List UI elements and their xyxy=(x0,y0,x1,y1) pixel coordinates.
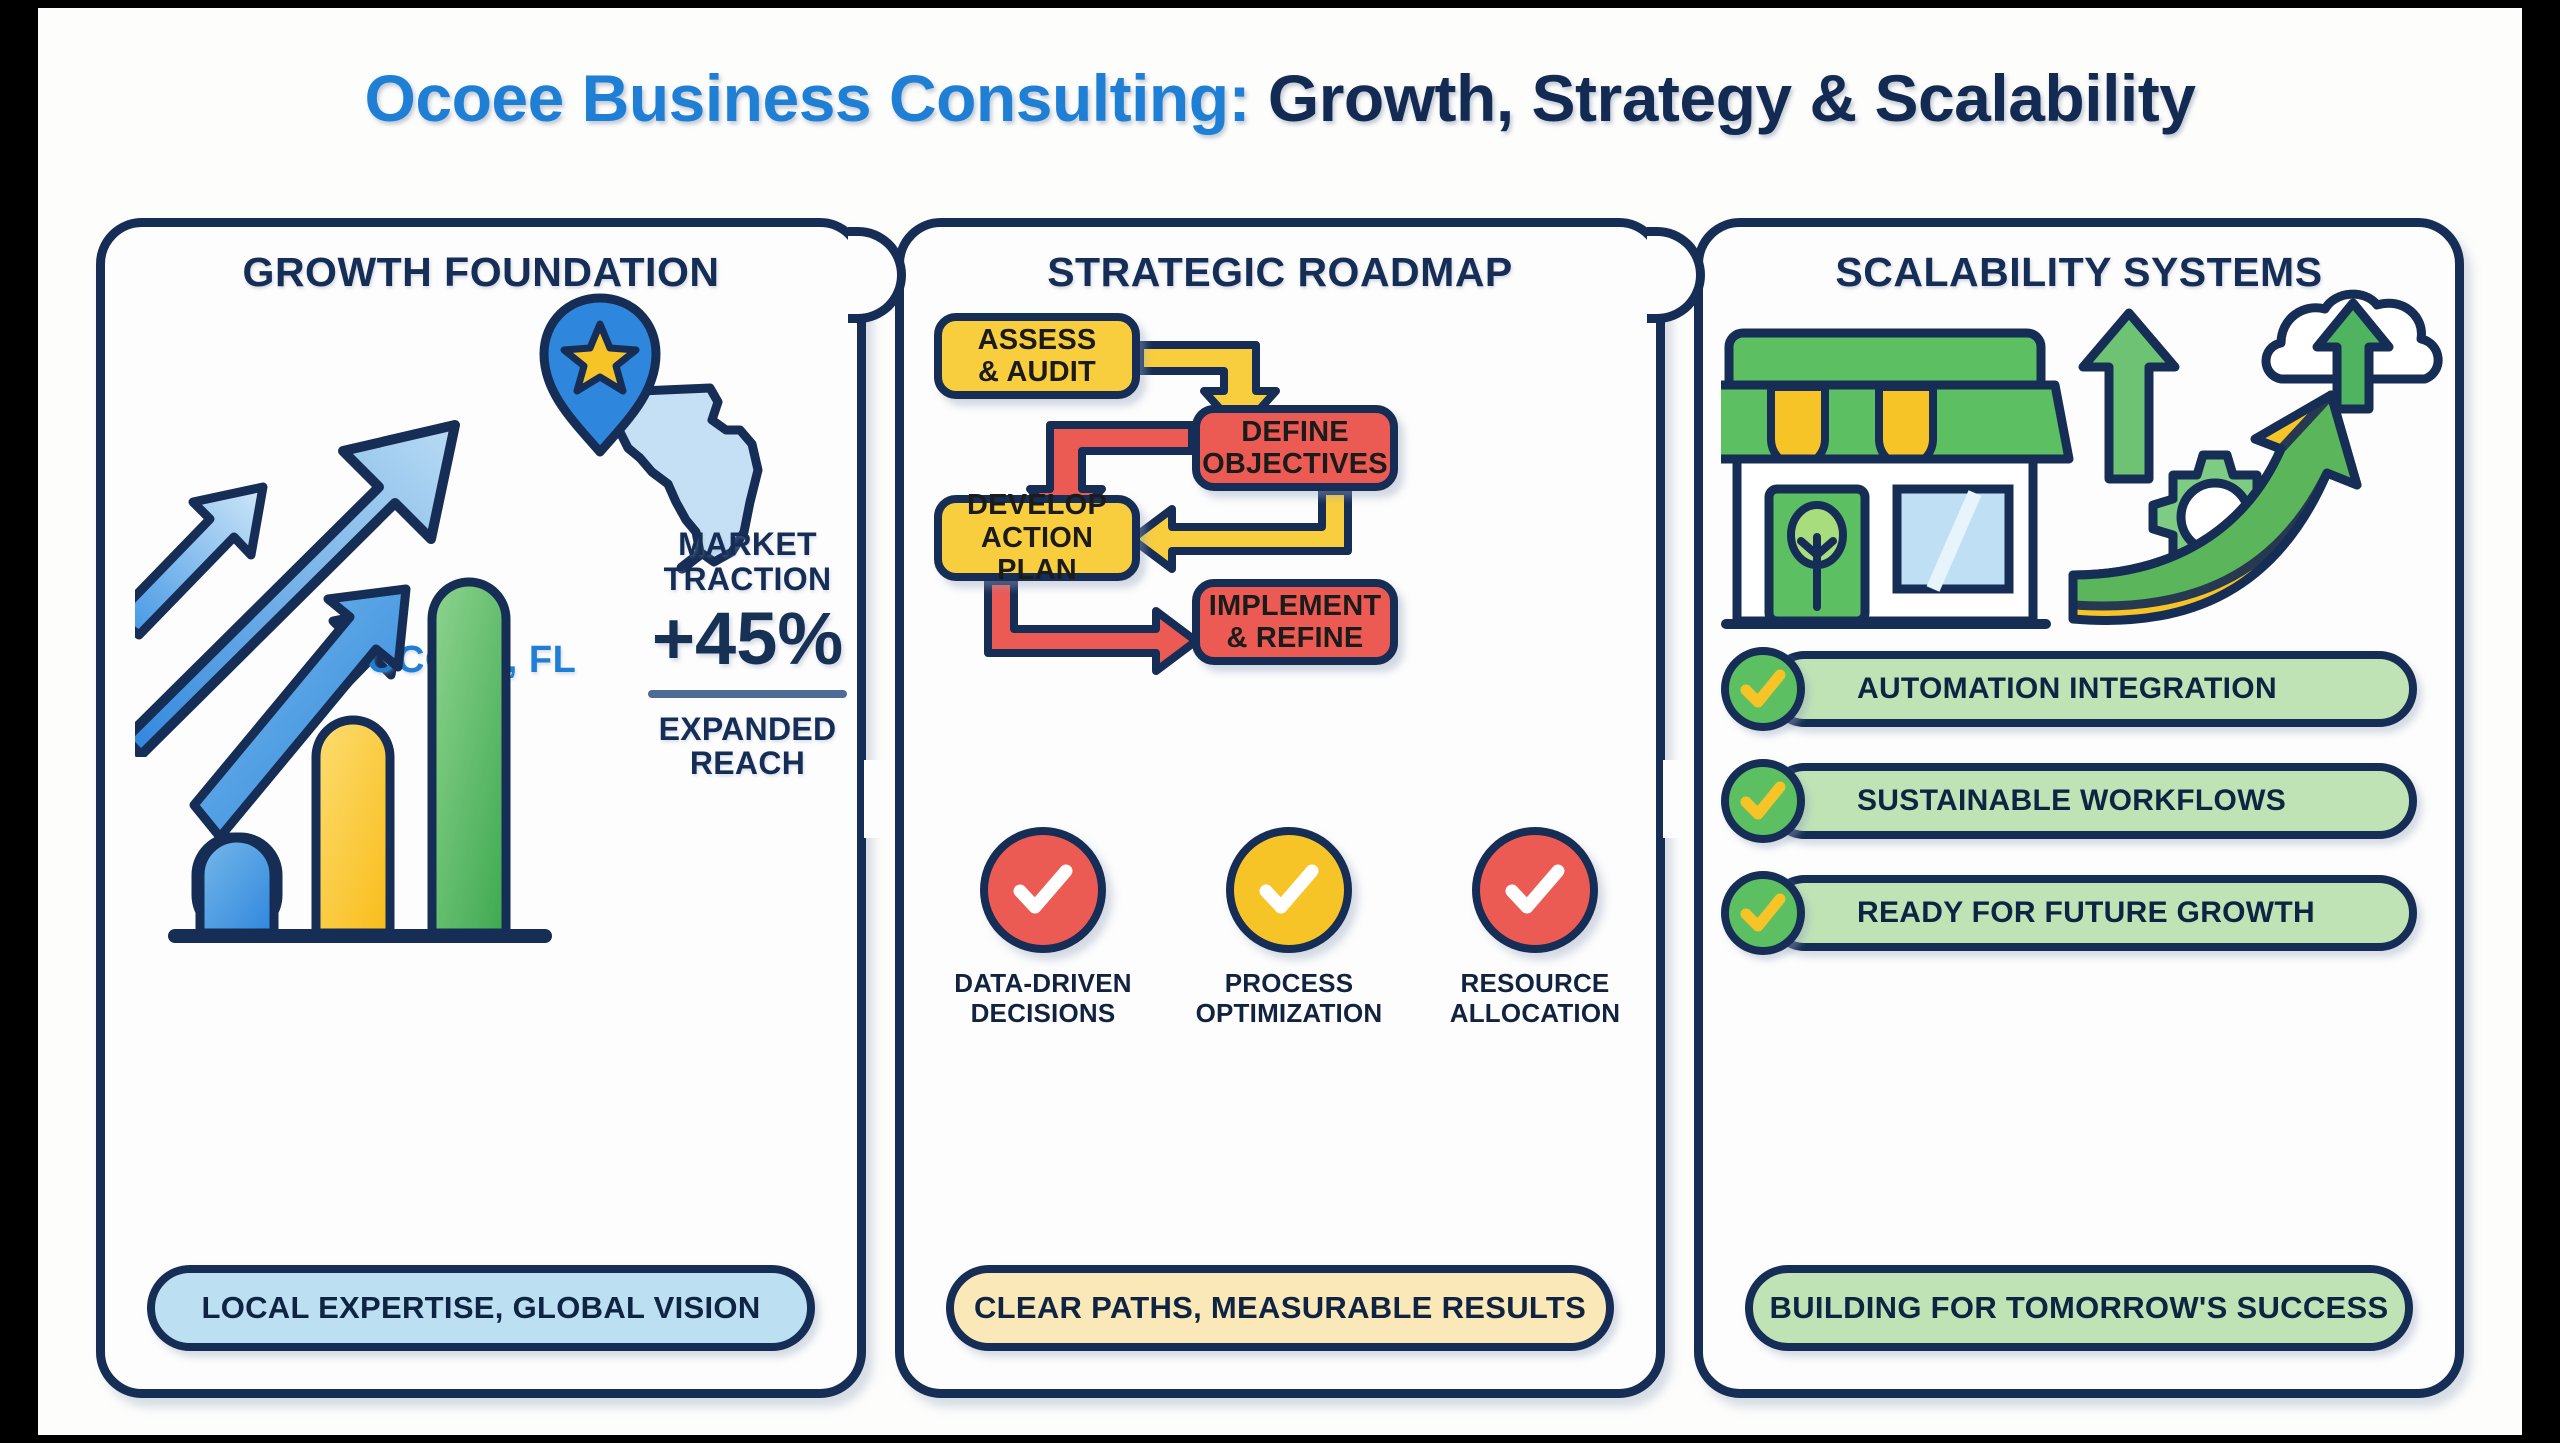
check-label-line1: PROCESS xyxy=(1224,968,1354,998)
checkmark-icon xyxy=(1740,669,1786,708)
flow-box-define-objectives[interactable]: DEFINE OBJECTIVES xyxy=(1192,405,1398,491)
check-circle-icon xyxy=(980,827,1106,953)
scalability-illustration xyxy=(1721,289,2443,629)
check-label-line1: DATA-DRIVEN xyxy=(954,968,1132,998)
bar-chart-icon xyxy=(168,577,552,943)
check-item-resource-allocation: RESOURCE ALLOCATION xyxy=(1425,827,1645,1028)
list-item[interactable]: AUTOMATION INTEGRATION xyxy=(1721,647,2455,731)
flow-box-assess-text: ASSESS & AUDIT xyxy=(978,324,1097,389)
checkmark-icon xyxy=(1013,864,1073,914)
banner-local-expertise: LOCAL EXPERTISE, GLOBAL VISION xyxy=(147,1265,815,1351)
feature-pill: SUSTAINABLE WORKFLOWS xyxy=(1767,763,2417,839)
check-label-line1: RESOURCE xyxy=(1460,968,1610,998)
feature-pill: READY FOR FUTURE GROWTH xyxy=(1767,875,2417,951)
metric-label-line2: TRACTION xyxy=(663,560,832,597)
check-badge-icon xyxy=(1721,759,1805,843)
roadmap-check-items: DATA-DRIVEN DECISIONS PROCESS OPTIMIZATI… xyxy=(920,827,1658,1028)
checkmark-icon xyxy=(1259,864,1319,914)
metric-value: +45% xyxy=(651,597,844,681)
check-label-line2: ALLOCATION xyxy=(1449,997,1621,1028)
roadmap-flowchart: ASSESS & AUDIT DEFINE OBJECTIVES DEVELOP… xyxy=(904,299,1674,699)
metric-label-line1: MARKET xyxy=(678,526,817,562)
banner-text: LOCAL EXPERTISE, GLOBAL VISION xyxy=(201,1290,761,1325)
checkmark-icon xyxy=(1740,781,1786,820)
flow-box-develop-action-plan[interactable]: DEVELOP ACTION PLAN xyxy=(934,489,1140,586)
map-pin-star-icon xyxy=(539,293,763,574)
flow-line-2: & REFINE xyxy=(1226,622,1364,654)
check-label: DATA-DRIVEN DECISIONS xyxy=(933,968,1153,1028)
checkmark-icon xyxy=(1740,893,1786,932)
list-item[interactable]: SUSTAINABLE WORKFLOWS xyxy=(1721,759,2455,843)
page-title-secondary: Growth, Strategy & Scalability xyxy=(1250,61,2196,135)
banner-building-tomorrow: BUILDING FOR TOMORROW'S SUCCESS xyxy=(1745,1265,2413,1351)
panel-strategic-roadmap: STRATEGIC ROADMAP ASSESS & AUDIT xyxy=(895,218,1705,1398)
metric-divider xyxy=(648,689,847,698)
feature-label: SUSTAINABLE WORKFLOWS xyxy=(1857,784,2287,817)
scalability-feature-list: AUTOMATION INTEGRATION SUSTAINABLE WORKF… xyxy=(1721,647,2455,983)
panel-heading-roadmap: STRATEGIC ROADMAP xyxy=(1047,249,1513,295)
page-title-primary: Ocoee Business Consulting: xyxy=(364,61,1251,135)
check-circle-icon xyxy=(1472,827,1598,953)
check-label: PROCESS OPTIMIZATION xyxy=(1179,968,1399,1028)
market-traction-metric: MARKET TRACTION +45% EXPANDED REACH xyxy=(640,527,855,781)
metric-sub-line2: REACH xyxy=(689,745,806,782)
flow-line-1: IMPLEMENT xyxy=(1208,589,1382,622)
check-label-line2: OPTIMIZATION xyxy=(1195,997,1383,1028)
panel-growth-foundation: GROWTH FOUNDATION xyxy=(96,218,906,1398)
metric-sub-line1: EXPANDED xyxy=(658,710,837,747)
panel-heading-scalability: SCALABILITY SYSTEMS xyxy=(1835,249,2323,295)
tree-icon xyxy=(1787,501,1847,611)
checkmark-icon xyxy=(1505,864,1565,914)
feature-pill: AUTOMATION INTEGRATION xyxy=(1767,651,2417,727)
check-label: RESOURCE ALLOCATION xyxy=(1425,968,1645,1028)
list-item[interactable]: READY FOR FUTURE GROWTH xyxy=(1721,871,2455,955)
banner-text: CLEAR PATHS, MEASURABLE RESULTS xyxy=(973,1290,1587,1325)
check-circle-icon xyxy=(1226,827,1352,953)
flow-line-1: ASSESS xyxy=(977,323,1097,356)
flow-box-assess[interactable]: ASSESS & AUDIT xyxy=(934,313,1140,399)
notch-cover xyxy=(864,760,886,838)
flow-line-2: OBJECTIVES xyxy=(1202,448,1388,480)
page-title: Ocoee Business Consulting: Growth, Strat… xyxy=(38,60,2522,136)
flow-line-2: & AUDIT xyxy=(978,356,1096,388)
flow-box-implement-text: IMPLEMENT & REFINE xyxy=(1209,590,1382,655)
feature-label: AUTOMATION INTEGRATION xyxy=(1857,672,2277,705)
flow-box-develop-text: DEVELOP ACTION PLAN xyxy=(942,489,1132,586)
storefront-icon xyxy=(1721,328,2074,629)
flow-box-define-text: DEFINE OBJECTIVES xyxy=(1202,416,1388,481)
flow-box-implement-refine[interactable]: IMPLEMENT & REFINE xyxy=(1192,579,1398,665)
banner-clear-paths: CLEAR PATHS, MEASURABLE RESULTS xyxy=(946,1265,1614,1351)
flow-line-1: DEVELOP xyxy=(967,489,1107,522)
check-label-line2: DECISIONS xyxy=(970,997,1116,1028)
check-item-process-optimization: PROCESS OPTIMIZATION xyxy=(1179,827,1399,1028)
check-item-data-driven: DATA-DRIVEN DECISIONS xyxy=(933,827,1153,1028)
check-badge-icon xyxy=(1721,647,1805,731)
notch-cover xyxy=(1663,760,1685,838)
panel-heading-growth: GROWTH FOUNDATION xyxy=(242,249,720,295)
panel-scalability-systems: SCALABILITY SYSTEMS xyxy=(1694,218,2464,1398)
check-badge-icon xyxy=(1721,871,1805,955)
banner-text: BUILDING FOR TOMORROW'S SUCCESS xyxy=(1769,1290,2389,1325)
flow-line-2: ACTION PLAN xyxy=(980,521,1094,587)
feature-label: READY FOR FUTURE GROWTH xyxy=(1857,896,2315,929)
infographic-canvas: Ocoee Business Consulting: Growth, Strat… xyxy=(38,8,2522,1435)
flow-line-1: DEFINE xyxy=(1241,415,1349,448)
